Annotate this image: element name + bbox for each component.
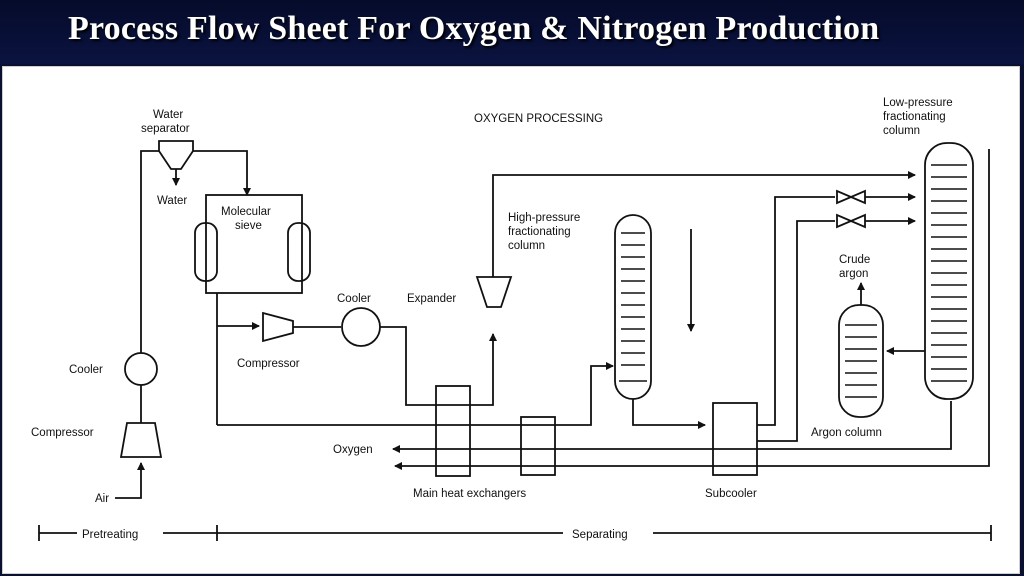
lp-column-label-2: fractionating [883, 111, 946, 123]
hp-column-bottom-line [632, 399, 706, 429]
expander-label: Expander [407, 293, 456, 305]
cooler-mid-label: Cooler [337, 293, 371, 305]
main-heat-exchangers-label: Main heat exchangers [413, 488, 526, 500]
lp-column-trays [931, 164, 967, 382]
valve-1 [836, 189, 866, 205]
expander-shape [475, 276, 513, 308]
main-heat-exchanger-1 [435, 385, 471, 477]
main-heat-exchanger-2 [520, 416, 556, 476]
hp-column-shape [614, 214, 652, 400]
subcooler-label: Subcooler [705, 488, 757, 500]
lp-column-label-1: Low-pressure [883, 97, 953, 109]
subcooler-to-lp-line-2 [757, 220, 835, 442]
pretreating-label: Pretreating [82, 529, 138, 541]
compressor-left-shape [119, 422, 163, 458]
sieve-bed-left [194, 222, 218, 282]
molecular-sieve-label-2: sieve [235, 220, 262, 232]
heading-label: OXYGEN PROCESSING [474, 113, 603, 125]
cooler-mid-shape [341, 307, 381, 347]
air-label: Air [95, 493, 109, 505]
molecular-sieve-label-1: Molecular [221, 206, 271, 218]
hp-column-trays [619, 232, 647, 382]
water-separator-label-2: separator [141, 123, 190, 135]
crude-argon-label-1: Crude [839, 254, 870, 266]
hp-column-label-2: fractionating [508, 226, 571, 238]
separator-to-sieve-line [193, 150, 251, 196]
main-feed-line [217, 362, 614, 426]
cooler-to-separator-line [140, 150, 159, 353]
hp-column-label-1: High-pressure [508, 212, 580, 224]
subcooler-to-lp-line-1 [757, 196, 835, 426]
slide-title: Process Flow Sheet For Oxygen & Nitrogen… [68, 10, 880, 47]
water-label: Water [157, 195, 187, 207]
lp-column-shape [924, 142, 974, 400]
argon-column-trays [845, 324, 877, 398]
nitrogen-outlet-line [394, 149, 990, 470]
crude-argon-label-2: argon [839, 268, 868, 280]
water-separator-label-1: Water [153, 109, 183, 121]
oxygen-outlet-line [392, 401, 952, 453]
oxygen-label: Oxygen [333, 444, 373, 456]
sieve-bed-right [287, 222, 311, 282]
compressor-left-label: Compressor [31, 427, 94, 439]
title-bar: Process Flow Sheet For Oxygen & Nitrogen… [0, 0, 1024, 64]
subcooler-shape [712, 402, 758, 476]
compressor-mid-shape [262, 311, 294, 343]
air-inlet-line [115, 462, 145, 499]
cooler-left-shape [124, 352, 158, 386]
compressor-mid-label: Compressor [237, 358, 300, 370]
separating-label: Separating [572, 529, 628, 541]
molecular-sieve-shape [205, 194, 303, 294]
diagram-panel: OXYGEN PROCESSING Water separator Water … [2, 66, 1020, 574]
lp-column-label-3: column [883, 125, 920, 137]
cooler-to-exchanger-line [380, 326, 497, 406]
water-separator-shape [158, 140, 194, 170]
process-flow-diagram: OXYGEN PROCESSING Water separator Water … [31, 97, 992, 541]
hp-column-label-3: column [508, 240, 545, 252]
expander-outlet-line [492, 171, 916, 277]
valve-2 [836, 213, 866, 229]
cooler-left-label: Cooler [69, 364, 103, 376]
argon-column-label: Argon column [811, 427, 882, 439]
span-ticks [38, 525, 992, 541]
